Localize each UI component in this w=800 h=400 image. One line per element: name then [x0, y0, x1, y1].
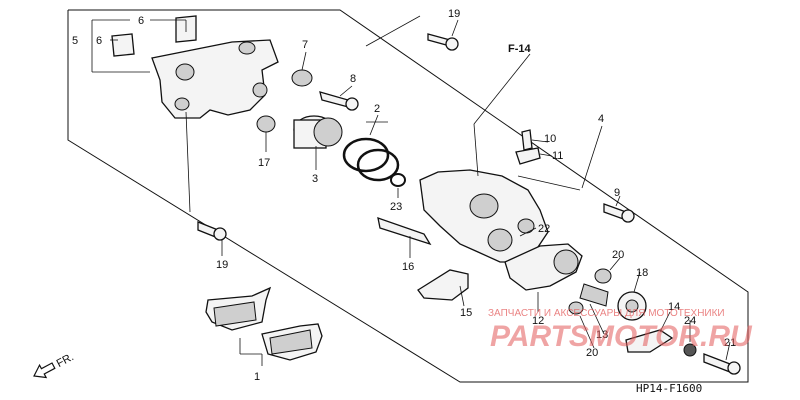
- watermark-tagline: ЗАПЧАСТИ И АКСЕССУАРЫ ДЛЯ МОТОТЕХНИКИ: [488, 308, 725, 319]
- caliper-pin-bolt: [377, 217, 432, 246]
- part-number-14: 14: [668, 301, 680, 313]
- part-number-20-top: 20: [612, 249, 624, 261]
- pad-spring: [417, 269, 469, 301]
- bolt-19-bottom: [197, 221, 227, 241]
- part-number-6-top: 6: [138, 15, 144, 27]
- part-number-23: 23: [390, 201, 402, 213]
- front-direction-arrow: FR.: [33, 351, 76, 379]
- pin-bolt: [319, 91, 359, 111]
- front-direction-label: FR.: [55, 351, 76, 370]
- pad-retainer-clip: [111, 15, 197, 57]
- part-number-21: 21: [724, 337, 736, 349]
- part-number-15: 15: [460, 307, 472, 319]
- caliper-body: [419, 169, 549, 263]
- piston-seal: [342, 137, 400, 182]
- part-number-12: 12: [532, 315, 544, 327]
- leader-lines: [91, 15, 731, 366]
- part-number-3: 3: [312, 173, 318, 185]
- assembly-frame: [67, 9, 749, 383]
- caliper-holder: [504, 243, 583, 291]
- spring-assembly: [568, 268, 697, 357]
- part-number-16: 16: [402, 261, 414, 273]
- part-number-19-bottom: 19: [216, 259, 228, 271]
- o-ring: [390, 173, 406, 187]
- pin-boot: [256, 69, 313, 133]
- watermark-logo: PARTSMOTOR.RU: [490, 320, 753, 353]
- caliper-bracket: [151, 39, 279, 119]
- part-number-13: 13: [596, 329, 608, 341]
- part-number-7: 7: [302, 39, 308, 51]
- bleeder-valve: [515, 129, 541, 165]
- part-number-1: 1: [254, 371, 260, 383]
- diagram-code: HP14-F1600: [636, 382, 702, 395]
- part-number-10: 10: [544, 133, 556, 145]
- part-number-17: 17: [258, 157, 270, 169]
- bolt-21: [703, 353, 741, 375]
- part-number-20-bottom: 20: [586, 347, 598, 359]
- brake-pads: [205, 286, 323, 361]
- part-number-4: 4: [598, 113, 604, 125]
- part-number-22: 22: [538, 223, 550, 235]
- part-number-6-left: 6: [96, 35, 102, 47]
- part-number-2: 2: [374, 103, 380, 115]
- part-number-18: 18: [636, 267, 648, 279]
- bolt-19-top: [427, 33, 459, 51]
- bolt-9: [603, 203, 635, 223]
- piston: [293, 115, 343, 149]
- part-number-19-top: 19: [448, 8, 460, 20]
- part-number-8: 8: [350, 73, 356, 85]
- part-number-9: 9: [614, 187, 620, 199]
- part-number-24: 24: [684, 315, 696, 327]
- callout-reference: F-14: [508, 43, 532, 55]
- part-number-5: 5: [72, 35, 78, 47]
- part-number-11: 11: [552, 150, 563, 162]
